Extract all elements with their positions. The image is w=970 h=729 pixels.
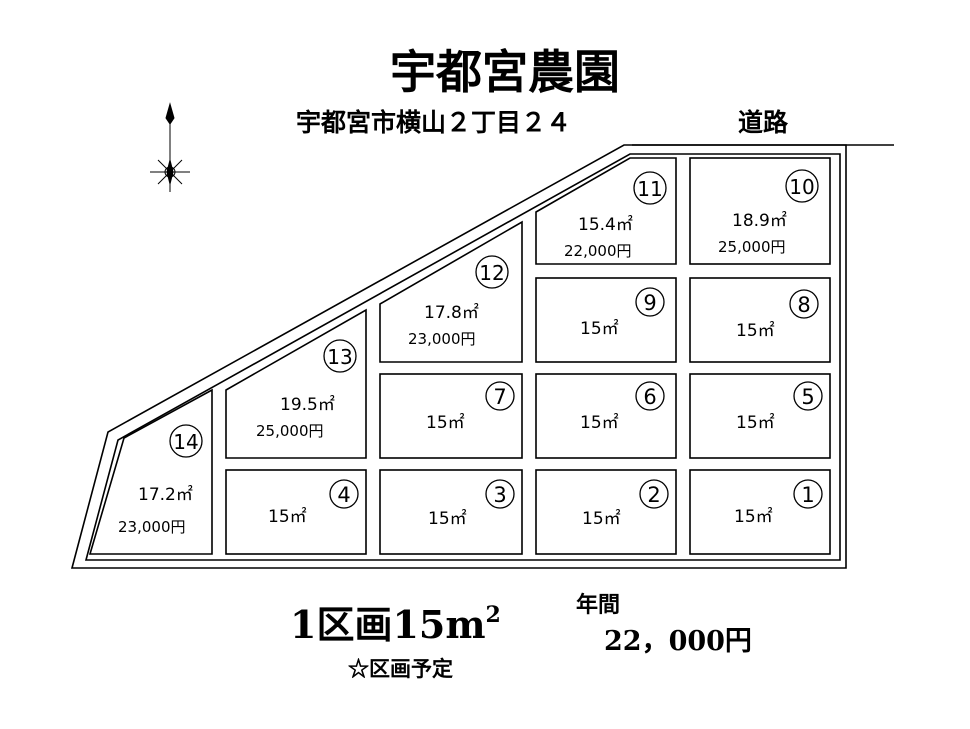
page-title: 宇都宮農園 (390, 45, 620, 99)
plot-14-price: 23,000円 (118, 518, 186, 536)
plot-1-box[interactable] (689, 469, 831, 555)
plot-8-area: 15㎡ (736, 321, 775, 341)
plot-11-number: 11 (637, 177, 662, 201)
plot-14-number: 14 (173, 430, 198, 454)
plot-2-number: 2 (647, 483, 660, 507)
plot-14-number-circle (169, 424, 203, 458)
road-label: 道路 (738, 108, 789, 137)
plot-12-number-circle (475, 255, 509, 289)
plot-10-price: 25,000円 (718, 238, 786, 256)
annual-price: 22，000円 (604, 626, 752, 657)
address: 宇都宮市横山２丁目２４ (296, 108, 571, 137)
plot-4-area: 15㎡ (268, 507, 307, 527)
plot-12-area: 17.8㎡ (424, 303, 479, 323)
plot-7-number-circle (485, 381, 515, 411)
plot-8-number: 8 (797, 293, 810, 317)
plot-13-price: 25,000円 (256, 422, 324, 440)
plot-11-area: 15.4㎡ (578, 215, 633, 235)
plot-13-number-circle (323, 339, 357, 373)
plot-10-area: 18.9㎡ (732, 211, 787, 231)
plot-5-box[interactable] (689, 373, 831, 459)
plot-1-number: 1 (801, 483, 814, 507)
plot-4-number: 4 (337, 483, 350, 507)
north-arrow-icon (150, 102, 190, 192)
plot-7-number: 7 (493, 385, 506, 409)
plot-5-area: 15㎡ (736, 413, 775, 433)
plot-5-number: 5 (801, 385, 814, 409)
plot-9-number-circle (635, 287, 665, 317)
plot-2-area: 15㎡ (582, 509, 621, 529)
plot-9-number: 9 (643, 291, 656, 315)
plot-11-price: 22,000円 (564, 242, 632, 260)
plot-6-number: 6 (643, 385, 656, 409)
plot-5-number-circle (793, 381, 823, 411)
plot-8-number-circle (789, 289, 819, 319)
plot-10-number: 10 (789, 175, 814, 199)
plot-6-area: 15㎡ (580, 413, 619, 433)
plot-3-number: 3 (493, 483, 506, 507)
plot-12-price: 23,000円 (408, 330, 476, 348)
plot-13-number: 13 (327, 345, 352, 369)
annual-label: 年間 (576, 592, 620, 618)
site-inner-boundary (84, 153, 841, 561)
plot-12-number: 12 (479, 261, 504, 285)
plot-6-number-circle (635, 381, 665, 411)
plan-note: ☆区画予定 (348, 656, 453, 681)
plot-1-number-circle (793, 479, 823, 509)
plot-14-area: 17.2㎡ (138, 485, 193, 505)
plot-3-number-circle (485, 479, 515, 509)
plot-9-area: 15㎡ (580, 319, 619, 339)
plot-7-area: 15㎡ (426, 413, 465, 433)
plot-2-number-circle (639, 479, 669, 509)
unit-area-label: 1区画15m2 (290, 602, 501, 647)
plot-4-number-circle (329, 479, 359, 509)
plot-13-area: 19.5㎡ (280, 395, 335, 415)
plot-10-number-circle (785, 169, 819, 203)
plot-11-number-circle (633, 171, 667, 205)
plot-3-area: 15㎡ (428, 509, 467, 529)
plot-1-area: 15㎡ (734, 507, 773, 527)
site-outer-boundary (70, 144, 847, 569)
